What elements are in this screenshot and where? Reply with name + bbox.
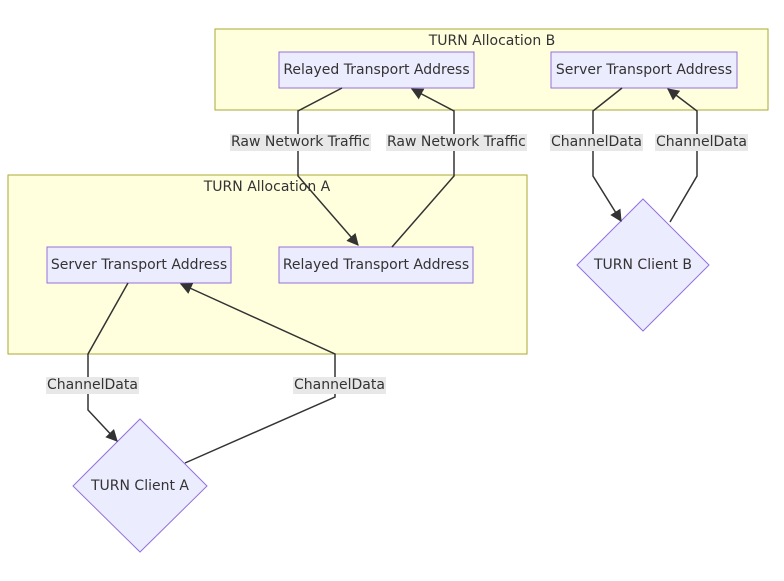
cluster-title-allocation-b: TURN Allocation B <box>428 33 556 49</box>
node-a-relayed-transport-address[interactable] <box>278 246 474 284</box>
edge-label-a-channeldata-1: ChannelData <box>46 377 139 394</box>
node-b-server-transport-address[interactable] <box>550 51 738 89</box>
edge-label-b-channeldata-2: ChannelData <box>655 134 748 151</box>
cluster-title-allocation-a: TURN Allocation A <box>203 179 331 195</box>
node-label-b-relayed: Relayed Transport Address <box>283 62 470 78</box>
edge-channeldata-client-a-to-server <box>179 283 336 464</box>
node-turn-client-a[interactable] <box>72 418 208 553</box>
node-a-server-transport-address[interactable] <box>46 246 232 284</box>
node-label-b-server: Server Transport Address <box>555 62 733 78</box>
node-label-client-b: TURN Client B <box>593 257 693 273</box>
node-label-a-relayed: Relayed Transport Address <box>282 257 470 273</box>
edge-label-raw-traffic-1: Raw Network Traffic <box>230 134 371 151</box>
edge-label-b-channeldata-1: ChannelData <box>550 134 643 151</box>
node-label-client-a: TURN Client A <box>90 478 189 494</box>
node-turn-client-b[interactable] <box>576 198 710 332</box>
node-b-relayed-transport-address[interactable] <box>278 51 475 89</box>
edge-label-raw-traffic-2: Raw Network Traffic <box>386 134 527 151</box>
node-label-a-server: Server Transport Address <box>50 257 228 273</box>
edge-label-a-channeldata-2: ChannelData <box>293 377 386 394</box>
